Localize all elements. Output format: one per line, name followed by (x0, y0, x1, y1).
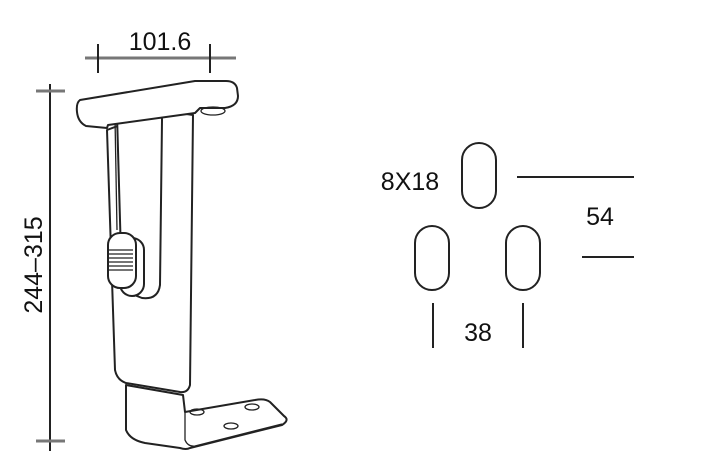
slot-size-label: 8X18 (381, 168, 439, 196)
width-dimension: 101.6 (85, 28, 236, 73)
adjustment-button (107, 232, 145, 297)
vertical-spacing-label: 54 (586, 203, 614, 231)
slot-bottom-right (505, 225, 541, 291)
mounting-slot-pattern: 8X18 54 38 (381, 142, 634, 348)
width-label: 101.6 (129, 28, 192, 56)
armrest-illustration (75, 80, 288, 450)
slot-top (461, 142, 497, 209)
horizontal-spacing-label: 38 (464, 319, 492, 347)
height-label: 244–315 (20, 216, 48, 313)
slot-bottom-left (414, 225, 450, 291)
height-dimension: 244–315 (20, 84, 65, 451)
